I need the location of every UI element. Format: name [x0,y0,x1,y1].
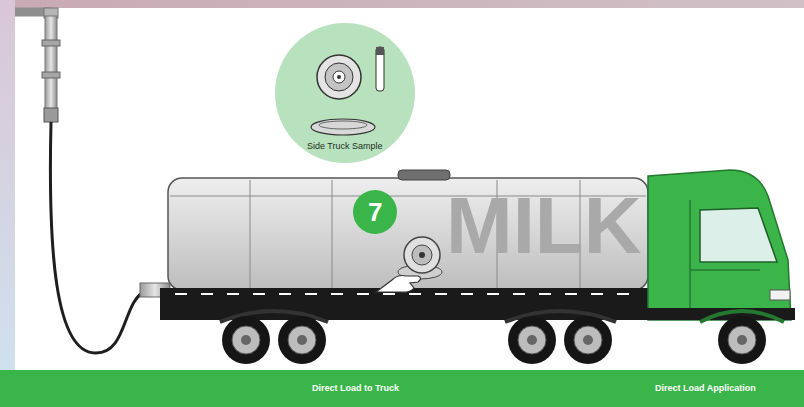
node-text: Side Truck Sample [307,142,383,152]
supply-pipe [45,16,57,111]
pipe-fitting [42,40,60,46]
pipe-fitting [42,72,60,78]
truck-cab [648,170,791,320]
reflector-strip [175,293,640,295]
top-hatch [398,170,450,180]
callout-circle: 7 [353,190,397,234]
footer-band: Direct Load to Truck Direct Load Applicat… [0,370,804,407]
hose-coupling [44,108,58,122]
side-frame [0,0,15,407]
fenders [220,311,616,322]
top-frame [0,0,804,8]
magnifier-circle: Side Truck Sample [275,23,415,163]
node-text: Direct Load to Truck [312,384,399,394]
cab-door [690,200,760,318]
milk-tank [168,178,648,290]
node-text: 7 [368,198,382,227]
hand [376,276,421,293]
sample-valve [398,237,442,279]
cab-window [700,208,777,262]
headlight [770,290,790,300]
tank-seams [170,180,646,288]
hose [50,122,146,353]
wheels [222,316,766,364]
tank-watermark: MILK [446,186,642,266]
node-text: Direct Load Application [655,384,756,394]
